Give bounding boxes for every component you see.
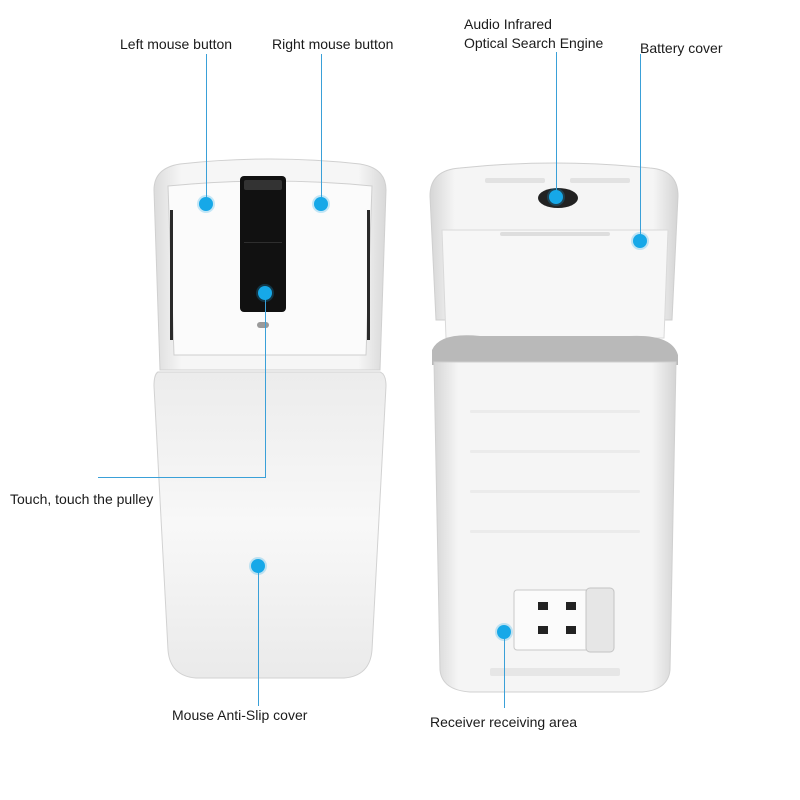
- usb-receiver-icon: [513, 587, 615, 653]
- leader-receiver: [504, 632, 505, 708]
- leader-left-button: [206, 54, 207, 204]
- leader-right-button: [321, 54, 322, 204]
- hotspot-battery-cover: [633, 234, 647, 248]
- leader-touch-vertical: [265, 293, 266, 478]
- mouse-bottom-view: [429, 162, 679, 693]
- anti-slip-cover: [153, 371, 387, 679]
- label-audio-line1: Audio Infrared: [464, 16, 552, 32]
- hotspot-left-button: [199, 197, 213, 211]
- label-left-button: Left mouse button: [120, 36, 233, 52]
- label-battery-cover: Battery cover: [640, 40, 723, 56]
- touch-strip: [240, 176, 286, 312]
- hotspot-touch-pulley: [258, 286, 272, 300]
- leader-anti-slip: [258, 566, 259, 706]
- mouse-top-view: [153, 158, 387, 679]
- label-anti-slip: Mouse Anti-Slip cover: [172, 707, 308, 723]
- hotspot-right-button: [314, 197, 328, 211]
- battery-cover: [441, 229, 669, 339]
- hotspot-audio-sensor: [549, 190, 563, 204]
- leader-battery-cover: [640, 54, 641, 239]
- leader-audio-sensor: [556, 52, 557, 197]
- label-audio-line2: Optical Search Engine: [464, 35, 604, 51]
- label-touch-pulley: Touch, touch the pulley: [10, 491, 154, 507]
- leader-touch-horizontal: [98, 477, 266, 478]
- label-right-button: Right mouse button: [272, 36, 394, 52]
- hotspot-anti-slip: [251, 559, 265, 573]
- hotspot-receiver: [497, 625, 511, 639]
- label-receiver-area: Receiver receiving area: [430, 714, 578, 730]
